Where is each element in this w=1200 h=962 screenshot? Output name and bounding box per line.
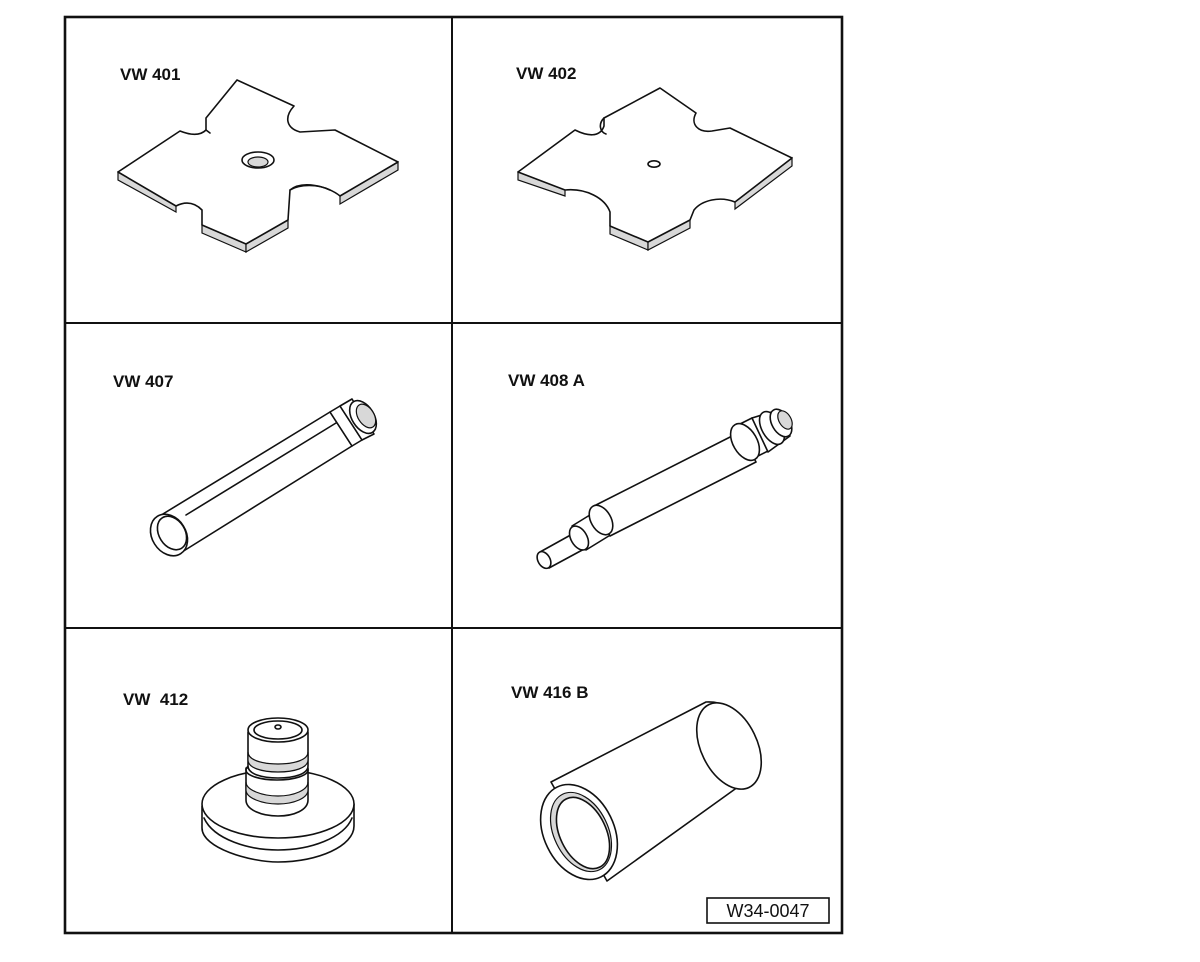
grid-frame: [63, 15, 844, 935]
label-vw402: VW 402: [516, 64, 576, 83]
drift-vw407-drawing: [149, 398, 378, 557]
mandrel-vw412-drawing: [201, 717, 355, 863]
label-vw408a: VW 408 A: [508, 371, 585, 390]
drift-vw408a-drawing: [536, 408, 793, 570]
figure-reference-label: W34-0047: [726, 901, 809, 921]
label-vw412: VW 412: [123, 690, 188, 709]
sleeve-vw416b-drawing: [539, 701, 763, 882]
plate-vw402-drawing: [517, 87, 793, 251]
label-vw401: VW 401: [120, 65, 180, 84]
plate-vw401-drawing: [117, 79, 399, 254]
figure-reference: W34-0047: [706, 897, 830, 924]
label-vw416b: VW 416 B: [511, 683, 588, 702]
label-vw407: VW 407: [113, 372, 173, 391]
